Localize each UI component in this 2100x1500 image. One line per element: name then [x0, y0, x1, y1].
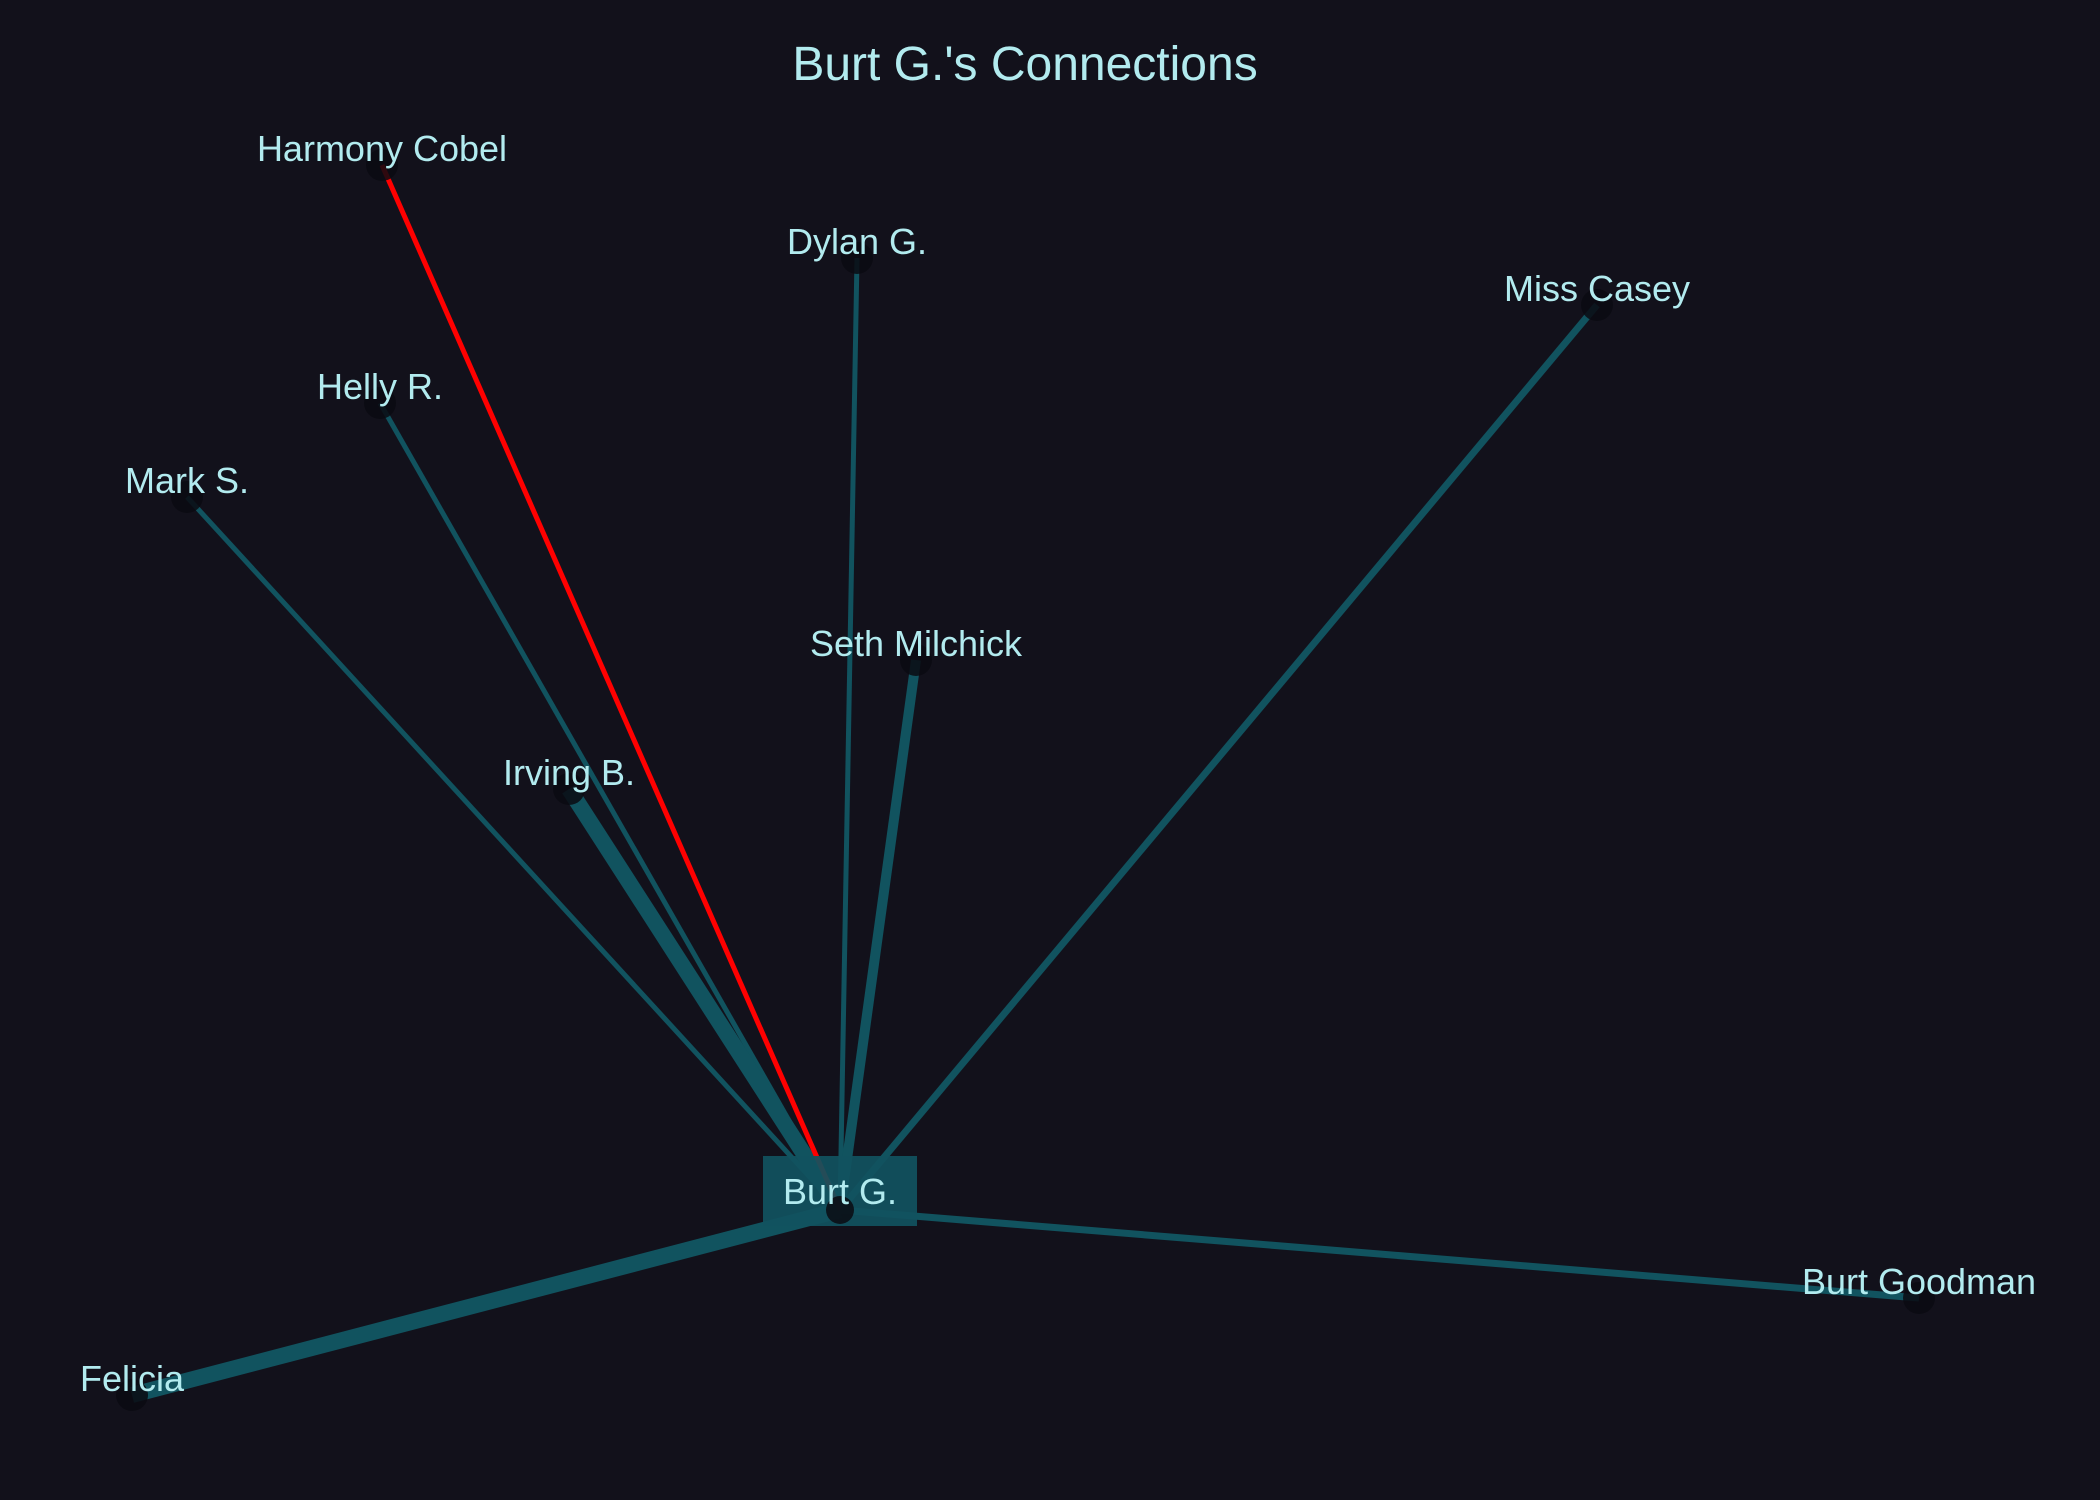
- node-helly-r[interactable]: Helly R.: [317, 366, 443, 419]
- node-label-helly-r: Helly R.: [317, 366, 443, 407]
- edge-burt-g-to-harmony-cobel: [379, 163, 843, 1212]
- node-label-harmony-cobel: Harmony Cobel: [257, 128, 507, 169]
- node-label-burt-g: Burt G.: [783, 1171, 897, 1212]
- edge-burt-g-to-felicia: [129, 1202, 843, 1403]
- node-felicia[interactable]: Felicia: [80, 1358, 185, 1411]
- node-seth-milchick[interactable]: Seth Milchick: [810, 623, 1023, 676]
- edge-burt-g-to-seth-milchick: [835, 659, 921, 1211]
- edge-burt-g-to-miss-casey: [837, 302, 1600, 1213]
- node-marker: [116, 1379, 148, 1411]
- node-marker: [841, 242, 873, 274]
- node-marker: [900, 644, 932, 676]
- node-label-mark-s: Mark S.: [125, 460, 249, 501]
- node-mark-s[interactable]: Mark S.: [125, 460, 249, 513]
- node-label-burt-goodman: Burt Goodman: [1802, 1261, 2036, 1302]
- node-miss-casey[interactable]: Miss Casey: [1504, 268, 1690, 321]
- node-marker: [1581, 289, 1613, 321]
- node-label-miss-casey: Miss Casey: [1504, 268, 1690, 309]
- node-burt-goodman[interactable]: Burt Goodman: [1802, 1261, 2036, 1314]
- node-marker: [1903, 1282, 1935, 1314]
- node-label-dylan-g: Dylan G.: [787, 221, 927, 262]
- node-marker: [366, 149, 398, 181]
- edge-burt-g-to-burt-goodman: [839, 1206, 1920, 1302]
- node-label-felicia: Felicia: [80, 1358, 185, 1399]
- node-marker: [171, 481, 203, 513]
- node-marker: [364, 387, 396, 419]
- node-label-seth-milchick: Seth Milchick: [810, 623, 1023, 664]
- edge-burt-g-to-mark-s: [185, 495, 842, 1212]
- edges-layer: [129, 163, 1920, 1403]
- node-marker: [826, 1196, 854, 1224]
- node-burt-g[interactable]: Burt G.: [763, 1156, 917, 1226]
- diagram-title: Burt G.'s Connections: [792, 38, 1257, 91]
- edge-burt-g-to-helly-r: [377, 401, 843, 1212]
- edge-burt-g-to-irving-b: [562, 784, 847, 1215]
- node-irving-b[interactable]: Irving B.: [503, 752, 635, 805]
- node-harmony-cobel[interactable]: Harmony Cobel: [257, 128, 507, 181]
- node-label-irving-b: Irving B.: [503, 752, 635, 793]
- edge-burt-g-to-dylan-g: [837, 257, 860, 1211]
- node-marker: [553, 773, 585, 805]
- node-dylan-g[interactable]: Dylan G.: [787, 221, 927, 274]
